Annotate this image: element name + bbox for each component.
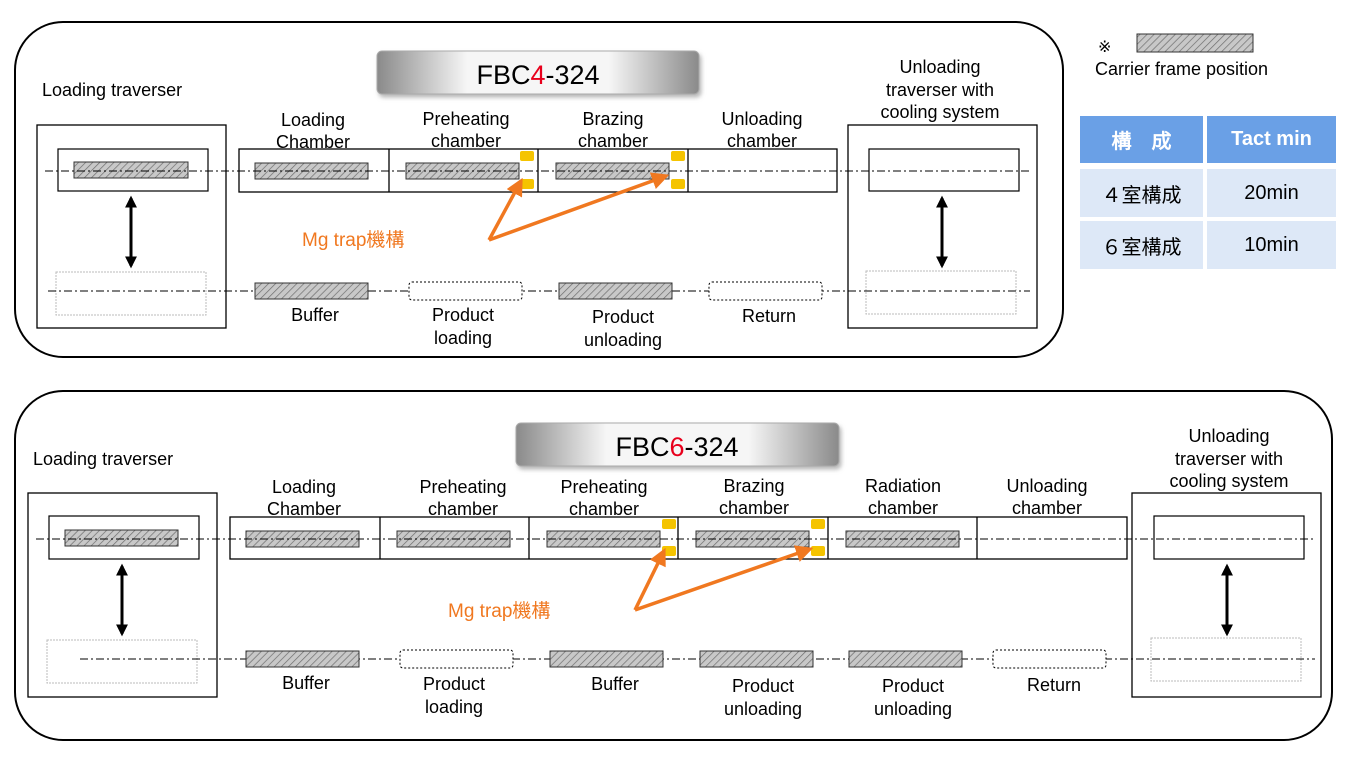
empty-position [708,281,823,301]
mg-trap-arrow [487,177,523,241]
carrier-frame [245,650,360,668]
chamber-label: chamber [431,131,501,151]
mg-trap [811,519,825,529]
chamber-label: chamber [868,498,938,518]
unloading-traverser-label: Unloading [1188,426,1269,446]
empty-position [408,281,523,301]
position-label: Return [1027,675,1081,695]
unloading-traverser-upper [1153,515,1305,560]
position-label: Product [432,305,494,325]
mg-trap-arrow [633,547,666,611]
carrier-frame [549,650,664,668]
carrier-frame [848,650,963,668]
mg-trap-label: Mg trap機構 [448,600,550,622]
legend-carrier-swatch [1136,33,1254,53]
chamber-label: chamber [569,499,639,519]
chamber-label: Preheating [422,109,509,129]
mg-trap [662,519,676,529]
chamber-label: Brazing [723,476,784,496]
chamber-label: Preheating [560,477,647,497]
table-cell: 10min [1207,221,1336,269]
unloading-traverser-label: cooling system [880,102,999,122]
table-cell: ４室構成 [1080,169,1203,217]
loading-traverser-lower [55,271,207,316]
chamber-label: Preheating [419,477,506,497]
unloading-traverser-label: traverser with [1175,449,1283,469]
legend-mark: ※ [1098,39,1111,56]
position-label: unloading [874,699,952,719]
position-label: loading [434,328,492,348]
position-label: Buffer [282,673,330,693]
mg-trap-arrow [488,172,670,242]
mg-trap-label: Mg trap機構 [302,229,404,251]
legend-label: Carrier frame position [1095,59,1268,79]
carrier-frame [699,650,814,668]
unloading-traverser-lower [865,270,1017,315]
chamber-label: chamber [719,498,789,518]
position-label: Return [742,306,796,326]
mg-trap [520,179,534,189]
empty-position [992,649,1107,669]
unloading-traverser-label: Unloading [899,57,980,77]
chamber-label: Unloading [1006,476,1087,496]
mg-trap-arrow [634,545,814,612]
chamber-label: chamber [1012,498,1082,518]
position-label: loading [425,697,483,717]
position-label: Product [423,674,485,694]
panel-fbc4: FBC4-324 Loading traverser [14,21,1064,358]
mg-trap [811,546,825,556]
loading-traverser-label: Loading traverser [42,80,182,100]
chamber-label: chamber [578,131,648,151]
table-header-cell: Tact min [1207,116,1336,163]
chamber-label: Chamber [276,132,350,152]
empty-position [399,649,514,669]
chamber-label: Brazing [582,109,643,129]
chamber-label: Unloading [721,109,802,129]
loading-traverser-label: Loading traverser [33,449,173,469]
loading-traverser-lower [46,639,198,684]
carrier-frame [73,161,189,179]
position-label: Product [732,676,794,696]
chamber-label: chamber [727,131,797,151]
table-header-cell: 構 成 [1080,116,1203,163]
position-label: unloading [724,699,802,719]
panel-title: FBC6-324 [615,432,738,462]
unloading-traverser-label: cooling system [1169,471,1288,491]
position-label: Product [592,307,654,327]
mg-trap [671,179,685,189]
chamber-label: chamber [428,499,498,519]
table-cell: 20min [1207,169,1336,217]
panel-title: FBC4-324 [476,60,599,90]
position-label: Buffer [291,305,339,325]
carrier-frame [64,529,179,547]
carrier-frame [558,282,673,300]
panel-title-plate [376,50,700,95]
panel-title-plate [515,422,840,467]
chamber-label: Loading [281,110,345,130]
panel-fbc6: FBC6-324 Loading traverser [14,390,1333,741]
unloading-traverser-label: traverser with [886,80,994,100]
mg-trap [671,151,685,161]
mg-trap [520,151,534,161]
unloading-traverser-upper [868,148,1020,192]
carrier-frame [254,282,369,300]
chamber-label: Radiation [865,476,941,496]
chamber-label: Loading [272,477,336,497]
position-label: Product [882,676,944,696]
position-label: unloading [584,330,662,350]
table-cell: ６室構成 [1080,221,1203,269]
position-label: Buffer [591,674,639,694]
chamber-label: Chamber [267,499,341,519]
